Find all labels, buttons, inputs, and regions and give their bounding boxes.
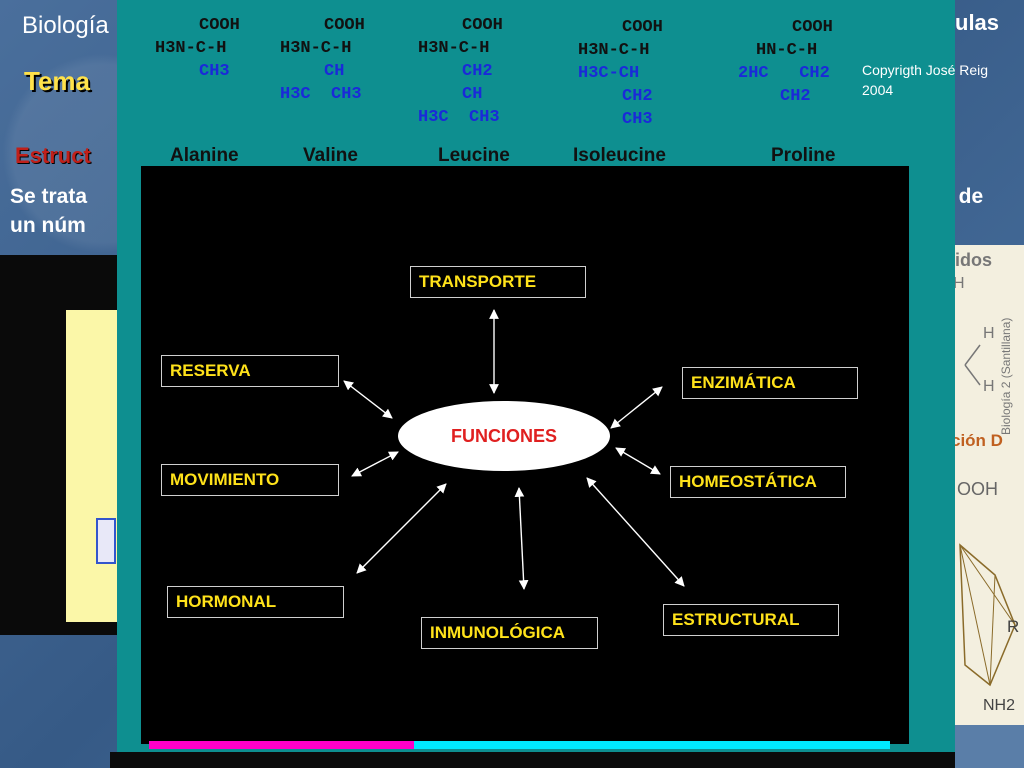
function-box-movimiento: MOVIMIENTO (161, 464, 339, 496)
proline-ring-1: 2HC CH2 (738, 64, 830, 83)
valine-cooh: COOH (324, 16, 365, 35)
isoleucine-side-chain-1: H3C-CH (578, 64, 640, 83)
structure-valine: COOH H3N-C-H CH H3C CH3 (280, 14, 390, 144)
arrow-homeostatica (615, 447, 661, 475)
copyright-notice: Copyrigth José Reig 2004 (862, 60, 988, 100)
function-box-transporte: TRANSPORTE (410, 266, 586, 298)
background-slide-heading: Estruct (15, 143, 91, 168)
isoleucine-backbone: H3N-C-H (578, 41, 650, 60)
structure-alanine: COOH H3N-C-H CH3 (155, 14, 265, 144)
label-proline: Proline (771, 145, 836, 166)
textbook-figure-lines (959, 344, 1016, 687)
background-small-figure (96, 518, 116, 564)
valine-backbone: H3N-C-H (280, 39, 352, 58)
textbook-text-d: ción D (951, 431, 1003, 450)
bottom-stripe-pink (149, 741, 414, 749)
center-node-funciones: FUNCIONES (398, 401, 610, 471)
background-slide-tema: Tema (24, 66, 90, 96)
isoleucine-side-chain-2: CH2 (622, 87, 653, 106)
structure-leucine: COOH H3N-C-H CH2 CH H3C CH3 (418, 14, 528, 144)
arrow-inmunologica (514, 487, 529, 590)
leucine-cooh: COOH (462, 16, 503, 35)
background-slide-title: Biología (22, 12, 109, 39)
textbook-text-r: R (1007, 617, 1020, 636)
textbook-text-ooh: OOH (957, 479, 999, 499)
background-slide-body-line2: un núm (10, 214, 86, 237)
structure-proline: COOH HN-C-H 2HC CH2 CH2 (738, 16, 862, 146)
label-leucine: Leucine (438, 145, 510, 166)
arrow-movimiento (351, 451, 399, 477)
copyright-line1: Copyrigth José Reig (862, 62, 989, 78)
alanine-side-chain: CH3 (199, 62, 230, 81)
proline-backbone: HN-C-H (756, 41, 818, 60)
valine-side-chain-2: H3C CH3 (280, 85, 362, 104)
leucine-side-chain-2: CH (462, 85, 483, 104)
function-box-homeostatica: HOMEOSTÁTICA (670, 466, 846, 498)
right-textbook-image: cidos H H H Biología 2 (Santillana) ción… (945, 245, 1024, 725)
textbook-text-h2: H (983, 325, 995, 342)
leucine-side-chain-3: H3C CH3 (418, 108, 500, 127)
isoleucine-cooh: COOH (622, 18, 663, 37)
function-box-reserva: RESERVA (161, 355, 339, 387)
isoleucine-side-chain-3: CH3 (622, 110, 653, 129)
function-box-inmunologica: INMUNOLÓGICA (421, 617, 598, 649)
function-box-enzimatica: ENZIMÁTICA (682, 367, 858, 399)
arrow-hormonal (356, 483, 447, 574)
alanine-cooh: COOH (199, 16, 240, 35)
label-isoleucine: Isoleucine (573, 145, 666, 166)
arrow-enzimatica (610, 386, 663, 429)
background-yellow-box (66, 310, 120, 622)
textbook-text-h3: H (983, 378, 995, 395)
textbook-text-nh2: NH2 (983, 697, 1016, 714)
valine-side-chain-1: CH (324, 62, 345, 81)
textbook-text-top: cidos (945, 250, 993, 270)
arrow-reserva (343, 380, 393, 419)
structure-isoleucine: COOH H3N-C-H H3C-CH CH2 CH3 (578, 16, 693, 146)
function-box-estructural: ESTRUCTURAL (663, 604, 839, 636)
label-alanine: Alanine (170, 145, 239, 166)
copyright-line2: 2004 (862, 82, 894, 98)
textbook-text-h1: H (953, 275, 965, 292)
function-box-hormonal: HORMONAL (167, 586, 344, 618)
background-slide-body-line1: Se trata (10, 185, 88, 208)
alanine-backbone: H3N-C-H (155, 39, 227, 58)
leucine-backbone: H3N-C-H (418, 39, 490, 58)
overlay-slide-bottom-edge (110, 752, 955, 768)
bottom-stripe-cyan (414, 741, 890, 749)
background-bottom-strip (955, 725, 1024, 768)
proline-ring-2: CH2 (780, 87, 811, 106)
leucine-side-chain-1: CH2 (462, 62, 493, 81)
background-slide-title-right: ulas (955, 10, 1000, 35)
label-valine: Valine (303, 145, 358, 166)
arrow-estructural (586, 477, 685, 587)
proline-cooh: COOH (792, 18, 833, 37)
